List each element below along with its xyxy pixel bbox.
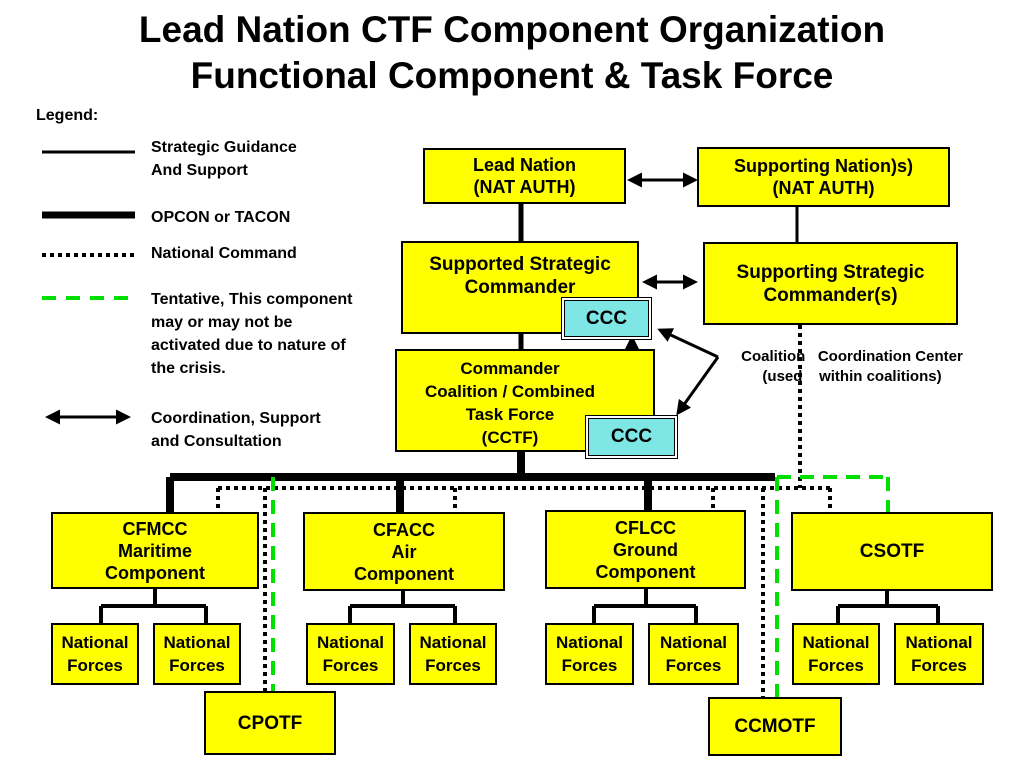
legend-item-opcon: OPCON or TACON <box>151 209 291 226</box>
supporting-nations-box: Supporting Nation)s)(NAT AUTH) <box>697 147 950 207</box>
ccmotf-box: CCMOTF <box>708 697 842 756</box>
legend-item-national-command: National Command <box>151 245 297 262</box>
title-line-2: Functional Component & Task Force <box>190 55 834 96</box>
title-line-1: Lead Nation CTF Component Organization <box>138 9 886 50</box>
ccc-note: Coalition Coordination Center(used withi… <box>741 348 963 385</box>
ccc-box-top: CCC <box>564 300 649 337</box>
csotf-box: CSOTF <box>791 512 993 591</box>
cpotf-box: CPOTF <box>204 691 336 755</box>
ccc-box-bottom: CCC <box>588 418 675 456</box>
lead-nation-box: Lead Nation(NAT AUTH) <box>423 148 626 204</box>
legend-heading: Legend: <box>36 107 99 124</box>
